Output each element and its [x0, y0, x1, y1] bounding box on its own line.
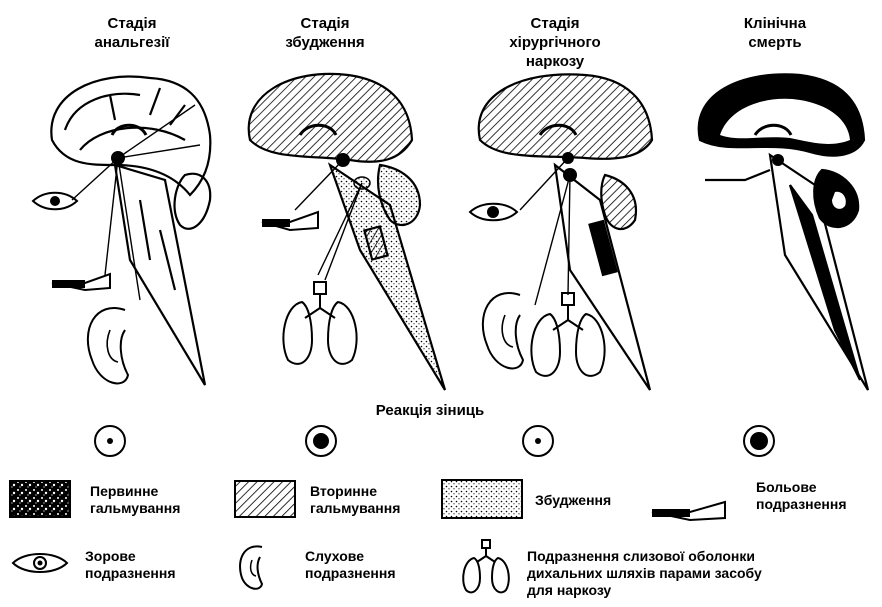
- legend-eye-icon: [13, 554, 67, 572]
- stage-4-center: [772, 154, 784, 166]
- pupil-stage-3: [523, 426, 553, 456]
- stage-3-ear-icon: [483, 293, 523, 368]
- stage-4-brain: [699, 74, 868, 390]
- stage-3-brain: [479, 74, 652, 390]
- stage-3-eye-icon: [470, 204, 517, 221]
- stage-2-scalpel-icon: [262, 212, 318, 230]
- stage-2-lungs-icon: [283, 282, 356, 364]
- stage-1-connections: [72, 105, 200, 300]
- pupil-stage-2: [306, 426, 336, 456]
- stage-1-brain: [51, 77, 210, 385]
- legend-secondary-inhibition-swatch: [235, 481, 295, 517]
- stage-1-scalpel-icon: [52, 274, 110, 290]
- stage-1-ear-icon: [88, 308, 128, 383]
- legend-ear-icon: [240, 546, 262, 588]
- legend-excitation-label: Збудження: [535, 492, 611, 509]
- pupil-stage-4: [744, 426, 774, 456]
- legend-primary-inhibition-swatch: [10, 481, 70, 517]
- stage-1-eye-icon: [33, 193, 77, 210]
- legend-excitation-swatch: [442, 480, 522, 518]
- pupil-reaction-label: Реакція зіниць: [330, 402, 530, 419]
- stage-4-dot: [826, 183, 830, 187]
- legend-scalpel-icon: [652, 502, 725, 520]
- stage-2-brain: [249, 74, 445, 390]
- legend-lungs-icon: [463, 540, 509, 592]
- pupil-stage-1: [95, 426, 125, 456]
